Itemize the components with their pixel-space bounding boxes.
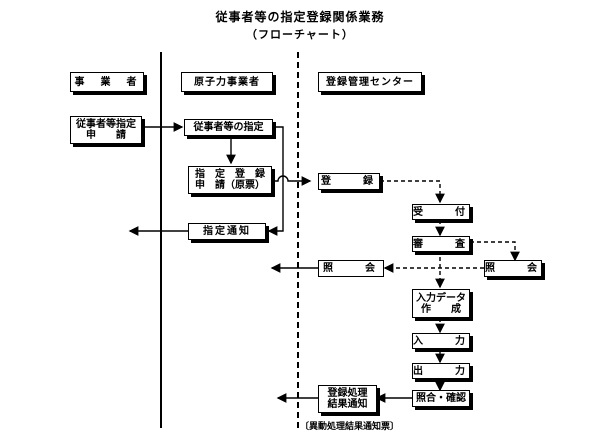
- node-registration-request-line2: 申 請（原票）: [195, 180, 265, 191]
- node-data-creation-line1: 入力データ: [416, 292, 466, 304]
- node-designation-request: 従事者等指定 申 請: [70, 116, 142, 144]
- arrow-examination-to-inquiry: [470, 241, 520, 262]
- lane-header-operator: 事 業 者: [70, 72, 144, 92]
- node-inquiry-reply: 照 会: [318, 260, 384, 277]
- node-result-notice: 登録処理 結果通知: [318, 385, 377, 413]
- node-examination: 審 査: [412, 236, 470, 252]
- node-designation-request-line2: 申 請: [86, 130, 126, 141]
- node-designation-notice: 指定通知: [188, 223, 266, 240]
- page-subtitle: （フローチャート）: [246, 28, 354, 41]
- result-notice-caption: 〔異動処理結果通知票〕: [300, 422, 400, 432]
- lane-header-registration-center: 登録管理センター: [318, 72, 422, 92]
- arrow-request-to-registration: [272, 175, 312, 186]
- node-output: 出 力: [412, 363, 470, 379]
- node-inquiry: 照 会: [484, 260, 542, 277]
- lane-divider-right: [297, 52, 299, 428]
- node-result-notice-line2: 結果通知: [327, 399, 368, 410]
- arrow-designation-to-notice: [267, 126, 284, 236]
- node-data-creation: 入力データ 作 成: [412, 289, 470, 318]
- node-designation-request-line1: 従事者等指定: [76, 119, 136, 130]
- page-title: 従事者等の指定登録関係業務: [215, 10, 385, 24]
- node-reception: 受 付: [412, 204, 470, 220]
- node-designation: 従事者等の指定: [184, 119, 273, 136]
- lane-header-nuclear-operator: 原子力事業者: [181, 72, 273, 92]
- node-registration-request: 指 定 登 録 申 請（原票）: [188, 166, 272, 194]
- lane-divider-left: [160, 52, 162, 428]
- node-data-creation-line2: 作 成: [421, 303, 461, 315]
- node-verification: 照合・確認: [412, 390, 470, 407]
- node-result-notice-line1: 登録処理: [327, 388, 368, 399]
- node-registration-request-line1: 指 定 登 録: [195, 169, 265, 180]
- arrow-registration-to-reception: [380, 180, 445, 204]
- node-input: 入 力: [412, 333, 470, 349]
- node-registration: 登 録: [318, 173, 380, 190]
